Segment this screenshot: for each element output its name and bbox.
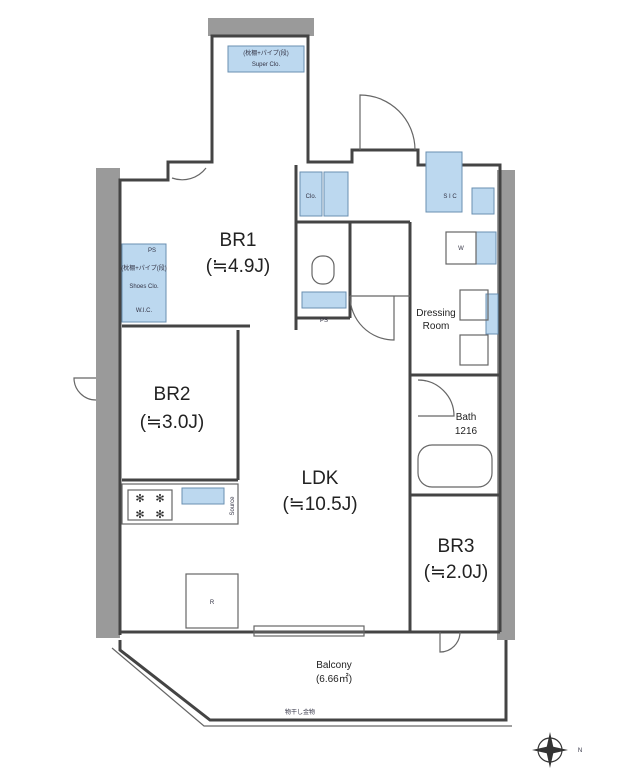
room-name-br3: BR3 bbox=[438, 536, 475, 557]
closet-label: Clo. bbox=[306, 194, 317, 200]
closet bbox=[299, 171, 323, 217]
br3-door[interactable] bbox=[439, 631, 461, 653]
washer-space bbox=[445, 231, 477, 265]
closet-right bbox=[323, 171, 349, 217]
walk-in-closet bbox=[121, 243, 167, 323]
room-name-br2: BR2 bbox=[154, 384, 191, 405]
wic-label: W.I.C. bbox=[136, 308, 153, 314]
fridge-label: R bbox=[210, 600, 215, 606]
room-size-br3: (≒2.0J) bbox=[424, 562, 489, 583]
compass: N bbox=[532, 732, 582, 768]
bath-door[interactable] bbox=[417, 379, 455, 417]
toilet-shelf bbox=[301, 291, 347, 309]
super-closet bbox=[227, 45, 305, 73]
super-closet-label-top: (枕棚+パイプ(段) bbox=[243, 49, 289, 57]
room-size-balcony: (6.66㎡) bbox=[316, 673, 352, 685]
wic-label-top: (枕棚+パイプ(段) bbox=[121, 264, 167, 272]
vanity bbox=[459, 289, 489, 321]
super-closet-label: Super Clo. bbox=[252, 62, 281, 68]
room-name-dressing-2: Room bbox=[423, 321, 450, 332]
wall-outline bbox=[118, 34, 502, 635]
compass-needle-cross bbox=[532, 746, 568, 754]
entrance-door[interactable] bbox=[359, 94, 416, 151]
room-name-ldk: LDK bbox=[302, 468, 339, 489]
ps-label-left: PS bbox=[148, 248, 156, 254]
balcony-outline bbox=[118, 640, 508, 722]
balcony-note: 物干し金物 bbox=[285, 708, 315, 716]
room-size-bath: 1216 bbox=[455, 426, 478, 437]
room-name-dressing: Dressing bbox=[416, 308, 455, 319]
exterior-wall-left bbox=[96, 168, 120, 638]
washroom-shelf bbox=[475, 231, 497, 265]
room-name-balcony: Balcony bbox=[316, 660, 352, 671]
balcony-rail bbox=[111, 647, 512, 727]
source-label: Source bbox=[230, 496, 236, 516]
ps-label-center: PS bbox=[320, 318, 328, 324]
ih-cooktop bbox=[127, 489, 173, 521]
burner-icon: ✻ bbox=[135, 509, 144, 521]
kitchen-sink bbox=[181, 487, 225, 505]
toilet-bowl bbox=[311, 255, 335, 285]
kitchen-counter bbox=[121, 483, 239, 525]
vanity-2 bbox=[459, 334, 489, 366]
washer-label: W bbox=[458, 246, 464, 252]
balcony-window-frame bbox=[253, 625, 365, 637]
exterior-wall-top-shaft bbox=[208, 18, 314, 36]
room-name-br1: BR1 bbox=[220, 230, 257, 251]
fridge-space bbox=[185, 573, 239, 629]
compass-label: N bbox=[578, 748, 582, 754]
shoes-in-closet bbox=[425, 151, 463, 213]
wic-label-mid: Shoes Clo. bbox=[129, 284, 159, 290]
room-size-ldk: (≒10.5J) bbox=[282, 494, 357, 515]
burner-icon: ✻ bbox=[155, 509, 164, 521]
linen-shelf bbox=[485, 293, 499, 335]
room-size-br2: (≒3.0J) bbox=[140, 412, 205, 433]
burner-icon: ✻ bbox=[135, 493, 144, 505]
bathtub bbox=[417, 444, 493, 488]
sic-side bbox=[471, 187, 495, 215]
br2-window-door[interactable] bbox=[73, 377, 97, 401]
room-size-br1: (≒4.9J) bbox=[206, 256, 271, 277]
hall-door[interactable] bbox=[349, 295, 395, 341]
burner-icon: ✻ bbox=[155, 493, 164, 505]
sic-label: S I C bbox=[443, 194, 457, 200]
br1-door[interactable] bbox=[171, 167, 207, 181]
room-name-bath: Bath bbox=[456, 412, 477, 423]
